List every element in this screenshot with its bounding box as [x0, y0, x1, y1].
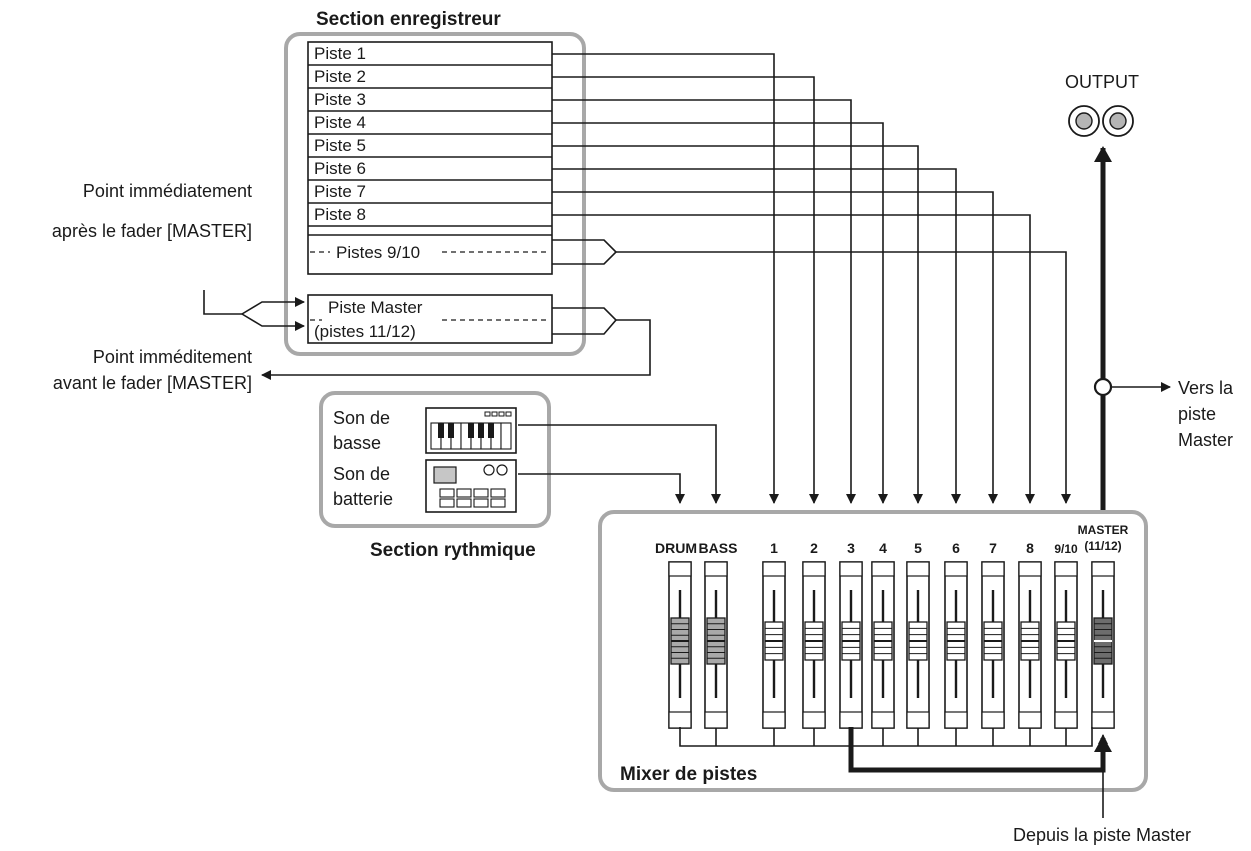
channel-fader[interactable] [839, 561, 863, 729]
bass-wire [518, 424, 721, 504]
master-tap-point-icon [1093, 377, 1113, 397]
track-wire [552, 99, 856, 504]
faders [668, 561, 1115, 729]
channel-fader[interactable] [668, 561, 692, 729]
to-master-label-line3: Master [1178, 430, 1233, 450]
drum-machine-icon [425, 459, 517, 513]
from-master-label: Depuis la piste Master [1013, 825, 1191, 845]
to-master-label-line2: piste [1178, 404, 1216, 424]
channel-label: 4 [879, 540, 887, 556]
channel-fader[interactable] [704, 561, 728, 729]
master-track-input-wiring [203, 290, 305, 331]
track-wire [552, 168, 961, 504]
rhythm-section: Section rythmique Son de basse Son de ba… [319, 391, 551, 561]
keyboard-icon [425, 407, 517, 454]
master-fader[interactable] [1091, 561, 1115, 729]
channel-label: 6 [952, 540, 960, 556]
channel-fader[interactable] [871, 561, 895, 729]
track-label: Piste 1 [314, 44, 366, 63]
channel-fader[interactable] [1054, 561, 1078, 729]
track-label: Piste 4 [314, 113, 366, 132]
channel-label: 7 [989, 540, 997, 556]
rhythm-section-frame [319, 391, 551, 528]
bass-sound-label: Son de [333, 408, 390, 428]
drum-pad [456, 498, 472, 508]
mixer-section-frame [598, 510, 1148, 792]
stereo-track-label: Pistes 9/10 [336, 243, 420, 262]
track-label: Piste 7 [314, 182, 366, 201]
output-jack-left-core-icon [1075, 112, 1093, 130]
master-channel-label: MASTER [1078, 523, 1129, 537]
before-fader-label-line2: avant le fader [MASTER] [53, 373, 252, 393]
channel-label: 2 [810, 540, 818, 556]
channel-label: BASS [699, 540, 738, 556]
mix-bus-line [679, 727, 1093, 747]
track-label: Piste 3 [314, 90, 366, 109]
master-channel-sublabel: (11/12) [1084, 539, 1121, 553]
channel-fader[interactable] [802, 561, 826, 729]
piano-black-key [448, 423, 454, 438]
drum-sound-label-line2: batterie [333, 489, 393, 509]
track-wires [552, 53, 1071, 504]
output-jack-right-core-icon [1109, 112, 1127, 130]
track-wire [552, 145, 923, 504]
track-label: Piste 6 [314, 159, 366, 178]
track-rows: Piste 1 Piste 2 Piste 3 Piste 4 Piste 5 Piste… [308, 44, 552, 236]
piano-white-key [500, 422, 512, 450]
drum-pad [490, 488, 506, 498]
to-master-label: Vers la [1178, 378, 1234, 398]
piano-black-key [488, 423, 494, 438]
before-fader-label: Point imméditement [93, 347, 252, 367]
rhythm-section-title: Section rythmique [370, 540, 536, 561]
track-wire [616, 251, 1071, 504]
channel-fader[interactable] [944, 561, 968, 729]
channel-label: 9/10 [1054, 542, 1078, 556]
track-wire [552, 214, 1035, 504]
channel-fader[interactable] [1018, 561, 1042, 729]
drum-pad [439, 488, 455, 498]
track-wire [552, 122, 888, 504]
channel-label: 1 [770, 540, 778, 556]
drum-sound-label: Son de [333, 464, 390, 484]
master-track-box [307, 294, 553, 344]
track-wire [552, 191, 998, 504]
channel-label: 5 [914, 540, 922, 556]
drum-pad [473, 498, 489, 508]
recorder-section-title: Section enregistreur [316, 9, 501, 30]
track-label: Piste 5 [314, 136, 366, 155]
master-track-label: Piste Master [328, 298, 423, 317]
output-label: OUTPUT [1065, 72, 1139, 92]
bass-sound-label-line2: basse [333, 433, 381, 453]
track-wire [552, 76, 819, 504]
track-label: Piste 8 [314, 205, 366, 224]
channel-label: DRUM [655, 540, 697, 556]
after-fader-label: Point immédiatement [83, 181, 252, 201]
drum-pad [473, 488, 489, 498]
mixer-section-title: Mixer de pistes [620, 764, 757, 785]
drum-pad [456, 488, 472, 498]
track-label: Piste 2 [314, 67, 366, 86]
output-section: OUTPUT Vers la piste Master [1065, 72, 1234, 510]
master-track-sublabel: (pistes 11/12) [314, 322, 416, 341]
channel-label: 8 [1026, 540, 1034, 556]
track-list-box [307, 41, 553, 275]
track-wire [552, 53, 779, 504]
channel-fader[interactable] [762, 561, 786, 729]
piano-black-key [478, 423, 484, 438]
after-fader-label-line2: après le fader [MASTER] [52, 221, 252, 241]
drum-pad [490, 498, 506, 508]
channel-fader[interactable] [981, 561, 1005, 729]
recorder-section-frame [284, 32, 586, 356]
master-track-output-wiring [261, 307, 651, 380]
channel-label: 3 [847, 540, 855, 556]
drum-wire [518, 473, 685, 504]
drum-pad [439, 498, 455, 508]
piano-black-key [468, 423, 474, 438]
channel-fader[interactable] [906, 561, 930, 729]
piano-black-key [438, 423, 444, 438]
